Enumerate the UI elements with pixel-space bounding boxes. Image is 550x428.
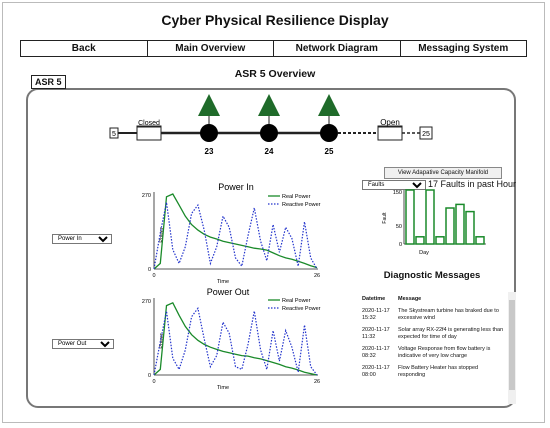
faults-summary: 17 Faults in past Hour <box>428 179 517 189</box>
message-datetime: 2020-11-17 11:32 <box>362 327 390 340</box>
fault-bar <box>475 236 485 245</box>
overview-panel <box>26 88 516 408</box>
section-title: ASR 5 Overview <box>234 68 316 80</box>
message-datetime: 2020-11-17 08:32 <box>362 346 390 359</box>
faults-y-bottom: 0 <box>399 242 402 248</box>
power-out-xlabel: Time <box>217 385 229 391</box>
power-out-x-left: 0 <box>152 379 155 385</box>
message-row[interactable]: 2020-11-17 08:00 Flow Battery Heater has… <box>362 365 506 379</box>
faults-bar-chart: 150 50 0 Fault Day <box>382 189 486 256</box>
nav-bar: Back Main Overview Network Diagram Messa… <box>20 40 527 57</box>
power-out-title: Power Out <box>207 287 250 297</box>
diagnostics-table: Datetime Message 2020-11-17 15:32 The Sk… <box>362 296 506 404</box>
legend-real-label: Real Power <box>282 194 311 200</box>
right-node-box[interactable] <box>419 126 433 140</box>
message-datetime: 2020-11-17 15:32 <box>362 308 390 321</box>
power-in-y-top: 270 <box>142 193 151 199</box>
generator-triangle-24[interactable] <box>258 94 280 116</box>
message-row[interactable]: 2020-11-17 08:32 Voltage Response from f… <box>362 346 506 360</box>
fault-bar <box>405 189 415 245</box>
faults-y-top: 150 <box>393 190 402 196</box>
fault-bar <box>415 236 425 245</box>
power-out-select[interactable]: Power Out <box>52 339 114 349</box>
message-text: Voltage Response from flow battery is in… <box>398 346 491 359</box>
power-out-y-top: 270 <box>142 299 151 305</box>
scrollbar-thumb[interactable] <box>509 300 515 390</box>
power-in-real-series <box>153 193 318 270</box>
diagnostics-header: Datetime Message <box>362 296 506 302</box>
bus-node-25[interactable] <box>320 124 338 142</box>
bus-node-24[interactable] <box>260 124 278 142</box>
message-text: Flow Battery Heater has stopped respondi… <box>398 365 479 378</box>
right-node-label: 25 <box>422 131 430 138</box>
power-in-xlabel: Time <box>217 279 229 285</box>
main-overview-button[interactable]: Main Overview <box>146 40 274 57</box>
legend-reactive-label: Reactive Power <box>282 306 321 312</box>
faults-ylabel: Fault <box>382 212 388 224</box>
faults-bars <box>405 189 485 245</box>
fault-bar <box>445 207 455 245</box>
message-text: Solar array RX-22f4 is generating less t… <box>398 327 504 340</box>
diagnostics-scrollbar[interactable] <box>508 292 516 404</box>
power-in-ylabel: Power <box>159 227 165 243</box>
power-out-reactive-series <box>153 306 318 376</box>
message-datetime: 2020-11-17 08:00 <box>362 365 390 378</box>
faults-select[interactable]: Faults <box>362 180 426 190</box>
power-in-legend: Real Power Reactive Power <box>268 194 321 208</box>
bus-label-25: 25 <box>325 147 334 156</box>
right-switch[interactable] <box>377 125 403 141</box>
power-out-x-right: 26 <box>314 379 320 385</box>
col-message-header: Message <box>398 296 422 302</box>
power-in-reactive-series <box>153 202 318 270</box>
power-in-chart: Power In 270 0 0 26 Time Power Real Powe… <box>142 182 321 285</box>
col-datetime-header: Datetime <box>362 296 386 302</box>
back-button[interactable]: Back <box>20 40 148 57</box>
power-in-title: Power In <box>218 182 254 192</box>
bus-label-24: 24 <box>265 147 274 156</box>
power-out-real-series <box>153 301 318 376</box>
message-row[interactable]: 2020-11-17 11:32 Solar array RX-22f4 is … <box>362 327 506 341</box>
right-switch-label: Open <box>380 118 400 127</box>
messaging-system-button[interactable]: Messaging System <box>399 40 527 57</box>
generator-triangle-23[interactable] <box>198 94 220 116</box>
left-node-label: 5 <box>112 131 116 138</box>
faults-xlabel: Day <box>419 250 429 256</box>
power-in-x-left: 0 <box>152 273 155 279</box>
view-manifold-button[interactable]: View Adapative Capacity Manifold <box>384 167 502 179</box>
left-switch-label: Closed <box>138 120 160 127</box>
legend-real-label: Real Power <box>282 298 311 304</box>
fault-bar <box>465 210 475 245</box>
power-in-select[interactable]: Power In <box>52 234 112 244</box>
faults-y-mid: 50 <box>396 224 402 230</box>
power-out-legend: Real Power Reactive Power <box>268 298 321 312</box>
left-switch[interactable] <box>136 125 162 141</box>
fault-bar <box>435 236 445 245</box>
asr-label: ASR 5 <box>31 75 66 89</box>
bus-label-23: 23 <box>205 147 214 156</box>
message-text: The Skystream turbine has braked due to … <box>398 308 499 321</box>
power-out-y-bottom: 0 <box>148 373 151 379</box>
power-in-x-right: 26 <box>314 273 320 279</box>
legend-reactive-label: Reactive Power <box>282 202 321 208</box>
page-title: Cyber Physical Resilience Display <box>161 12 389 28</box>
message-row[interactable]: 2020-11-17 15:32 The Skystream turbine h… <box>362 308 506 322</box>
fault-bar <box>455 203 465 245</box>
fault-bar <box>425 189 435 245</box>
window-frame <box>2 2 545 423</box>
generator-triangle-25[interactable] <box>318 94 340 116</box>
power-in-y-bottom: 0 <box>148 267 151 273</box>
power-out-chart: Power Out 270 0 0 26 Time Power Real Pow… <box>142 287 321 391</box>
network-one-line-diagram: 5 Closed 23 24 25 Open 25 <box>109 94 433 156</box>
network-diagram-button[interactable]: Network Diagram <box>273 40 401 57</box>
bus-node-23[interactable] <box>200 124 218 142</box>
diagnostics-title: Diagnostic Messages <box>383 270 481 281</box>
power-out-ylabel: Power <box>159 333 165 349</box>
